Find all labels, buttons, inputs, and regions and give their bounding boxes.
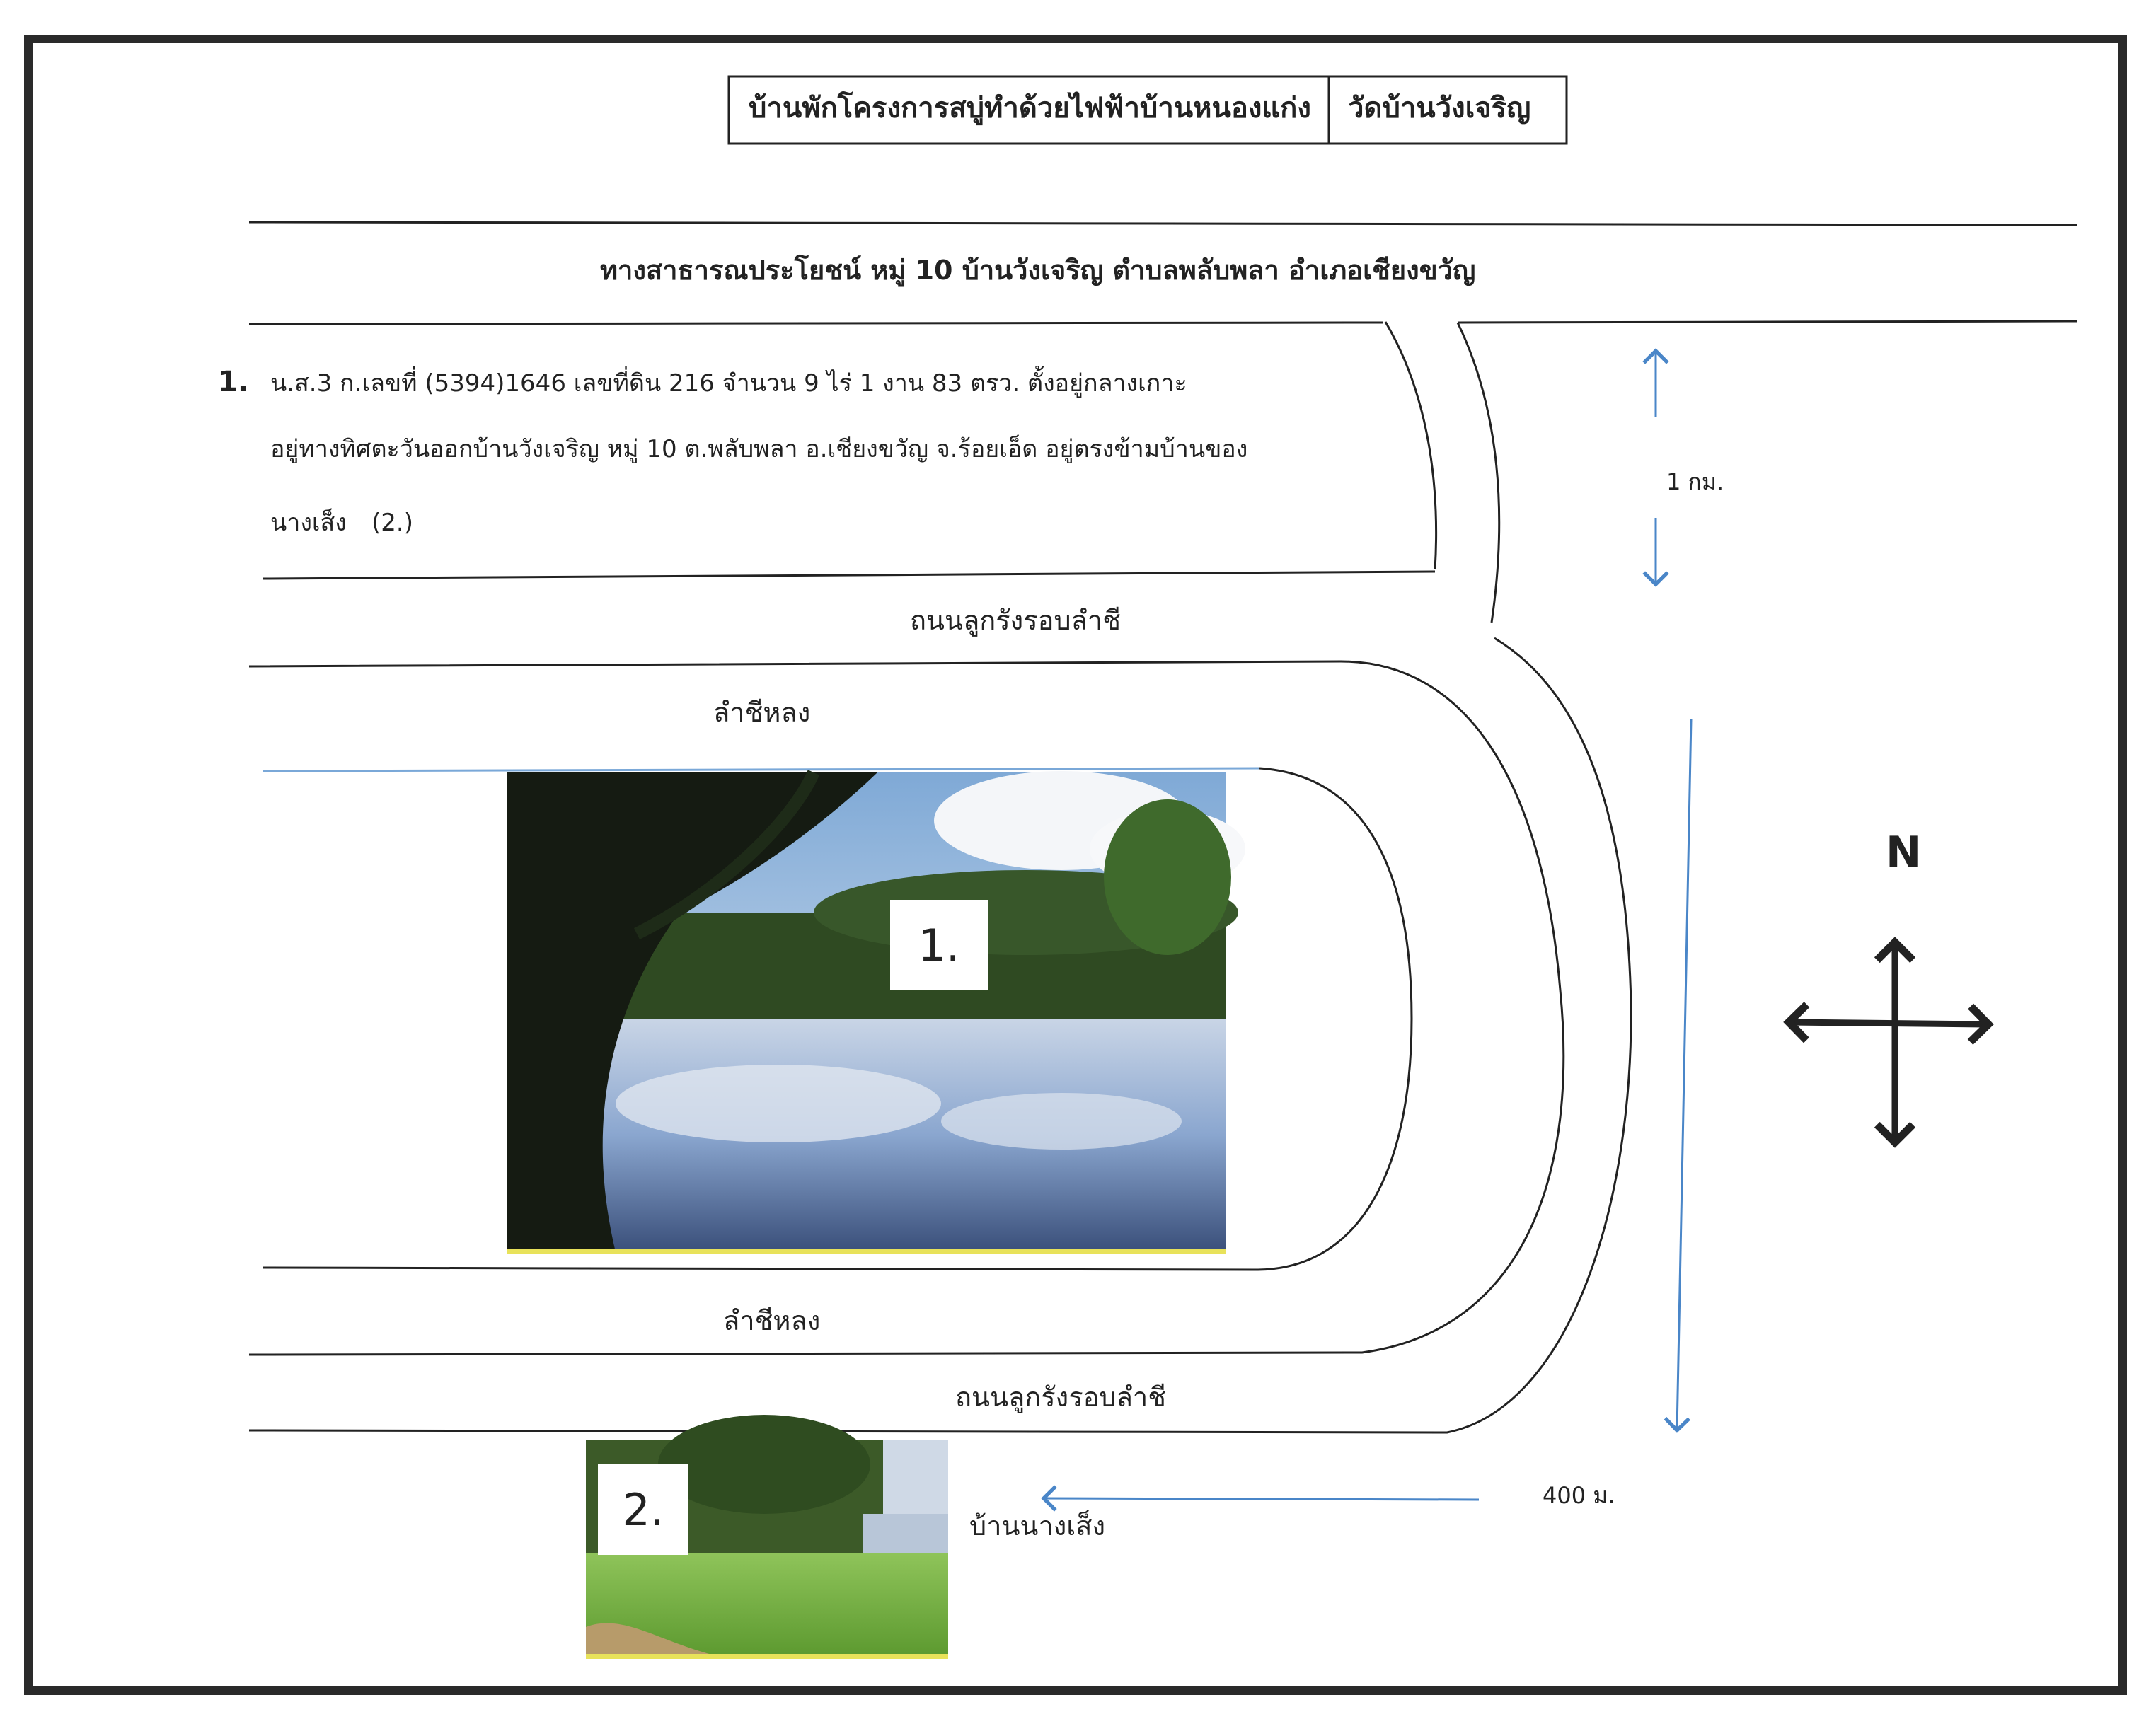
header-box-right (1327, 75, 1568, 145)
description-line-3a: นางเส็ง (270, 509, 347, 537)
road-band-bottom-right (1457, 320, 2077, 324)
label-river-top: ลำชีหลง (713, 697, 811, 728)
photo-house-label: 2. (598, 1464, 688, 1555)
description-line-1: น.ส.3 ก.เลขที่ (5394)1646 เลขที่ดิน 216 … (270, 369, 1187, 398)
page-frame (24, 35, 2127, 1695)
label-road-top: ถนนลูกรังรอบลำชี (910, 605, 1121, 636)
description-number: 1. (218, 366, 249, 398)
compass-north-label: N (1886, 828, 1922, 877)
photo-lake (507, 770, 1245, 1254)
description-line-2: อยู่ทางทิศตะวันออกบ้านวังเจริญ หมู่ 10 ต… (270, 435, 1248, 463)
river-blue-line (263, 767, 1260, 772)
island-edge (263, 767, 1413, 1271)
label-river-bottom: ลำชีหลง (723, 1305, 821, 1336)
compass (1783, 937, 1994, 1148)
distance-400m: 400 ม. (1543, 1482, 1615, 1509)
top-road-lower-edge (248, 660, 1565, 1356)
outer-road-edge (248, 637, 1632, 1434)
description-line-3b: (2.) (371, 509, 413, 537)
connector-road-left-edge (1384, 321, 1438, 570)
photo-lake-label: 1. (890, 900, 988, 990)
arrow-vertical-long (1664, 718, 1693, 1433)
arrow-400m (1041, 1485, 1480, 1512)
header-title-right: วัดบ้านวังเจริญ (1348, 92, 1531, 125)
distance-1km: 1 กม. (1666, 468, 1724, 495)
road-title: ทางสาธารณประโยชน์ หมู่ 10 บ้านวังเจริญ ต… (600, 255, 1476, 286)
connector-road-right-edge (1456, 322, 1501, 623)
label-road-bottom: ถนนลูกรังรอบลำชี (955, 1382, 1166, 1413)
road-band-top-line (248, 221, 2077, 226)
header-title-left: บ้านพักโครงการสบู่ทำด้วยไฟฟ้าบ้านหนองแก่… (749, 92, 1311, 125)
road-band-bottom-left (248, 321, 1384, 325)
plot-bottom-line (263, 570, 1436, 580)
label-house: บ้านนางเส็ง (969, 1510, 1106, 1541)
